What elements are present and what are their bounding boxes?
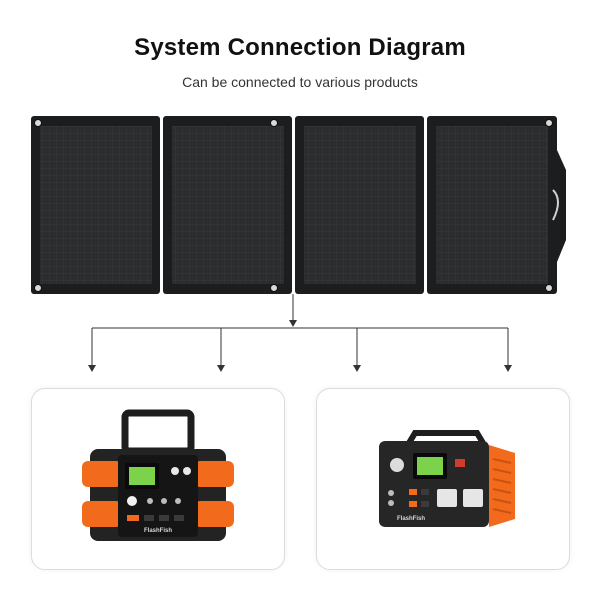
arrow-down-icon: [217, 365, 225, 372]
page-title: System Connection Diagram: [134, 34, 466, 61]
panel-handle-icon: [557, 150, 566, 262]
page-subtitle: Can be connected to various products: [182, 74, 418, 90]
power-station-1: FlashFish: [82, 409, 234, 541]
solar-panel: [31, 116, 566, 294]
power-station-2: FlashFish: [379, 430, 515, 527]
connection-lines: [91, 294, 509, 367]
arrowheads: [88, 320, 512, 372]
brand-label-2: FlashFish: [397, 516, 425, 522]
arrow-down-icon: [289, 320, 297, 327]
arrow-down-icon: [88, 365, 96, 372]
solar-panel-section-4: [427, 116, 557, 294]
product-card-2: FlashFish: [316, 388, 570, 570]
brand-label-1: FlashFish: [144, 528, 172, 534]
solar-panel-section-1: [31, 116, 160, 294]
arrow-down-icon: [504, 365, 512, 372]
solar-panel-section-2: [163, 116, 292, 294]
product-card-1: FlashFish: [31, 388, 285, 570]
arrow-down-icon: [353, 365, 361, 372]
solar-panel-section-3: [295, 116, 424, 294]
